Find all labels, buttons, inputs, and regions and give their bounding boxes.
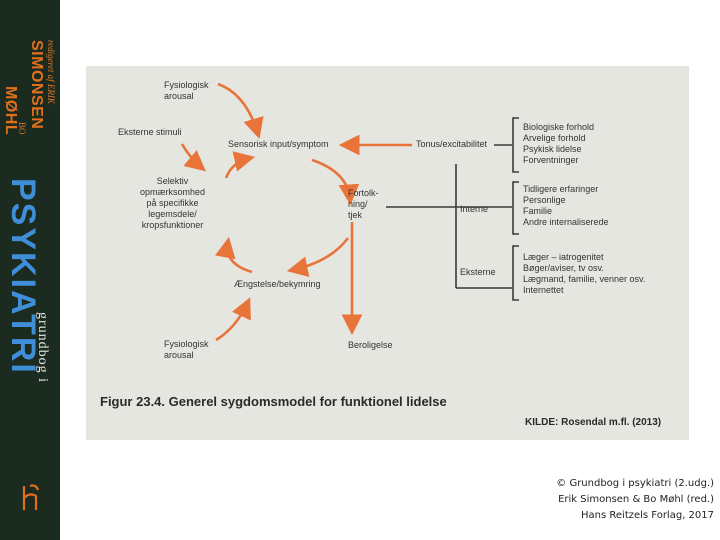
group-laeger: Læger – iatrogenitet Bøger/aviser, tv os… <box>523 252 646 295</box>
figure-source: KILDE: Rosendal m.fl. (2013) <box>525 417 662 428</box>
arrow-fys-to-sensorisk <box>217 82 264 139</box>
node-tonus: Tonus/excitabilitet <box>416 139 488 149</box>
node-aengstelse: Ængstelse/bekymring <box>234 279 321 289</box>
arrow-stimuli-to-selektiv <box>180 143 206 172</box>
hr-logo-icon <box>14 482 46 514</box>
copyright-notice: © Grundbog i psykiatri (2.udg.) Erik Sim… <box>494 476 714 524</box>
node-beroligelse: Beroligelse <box>348 340 393 350</box>
group-biologiske: Biologiske forhold Arvelige forhold Psyk… <box>523 122 595 165</box>
arrow-fys-bottom-to-aengstelse <box>215 297 251 342</box>
copyright-line-1: © Grundbog i psykiatri (2.udg.) <box>556 478 714 489</box>
spine-editors-prefix: redigeret af ERIK <box>46 40 56 104</box>
node-sensorisk: Sensorisk input/symptom <box>228 139 329 149</box>
node-interne: Interne <box>460 204 489 214</box>
arrow-sensorisk-to-tolkning <box>311 158 360 206</box>
figure-caption: Figur 23.4. Generel sygdomsmodel for fun… <box>100 394 447 409</box>
figure-panel: Fysiologisk arousal Eksterne stimuli Sen… <box>86 66 689 440</box>
node-fysiologisk-bottom: Fysiologisk arousal <box>164 339 209 360</box>
book-spine: redigeret af ERIK SIMONSEN BO MØHL PSYKI… <box>0 0 60 540</box>
node-eksterne-stimuli: Eksterne stimuli <box>118 127 182 137</box>
arrow-selektiv-to-sensorisk <box>224 151 256 179</box>
spine-author-2: MØHL <box>2 86 19 136</box>
node-eksterne: Eksterne <box>460 267 496 277</box>
copyright-line-3: Hans Reitzels Forlag, 2017 <box>581 510 714 521</box>
arrow-tolkning-to-aengstelse <box>286 237 350 277</box>
node-fysiologisk-top: Fysiologisk arousal <box>164 80 209 101</box>
node-selektiv: Selektiv opmærksomhed på specifikke lege… <box>140 176 206 230</box>
node-tolkning: Fortolk- ning/ tjek <box>348 188 379 220</box>
connector-lines <box>386 117 519 301</box>
diagram-graphics <box>180 82 519 342</box>
spine-title-sub: grundbog i <box>35 312 50 384</box>
arrow-aengstelse-to-selektiv <box>214 236 253 274</box>
spine-author-1: SIMONSEN <box>28 40 45 130</box>
copyright-line-2: Erik Simonsen & Bo Møhl (red.) <box>558 494 714 505</box>
group-tidligere: Tidligere erfaringer Personlige Familie … <box>523 184 609 227</box>
